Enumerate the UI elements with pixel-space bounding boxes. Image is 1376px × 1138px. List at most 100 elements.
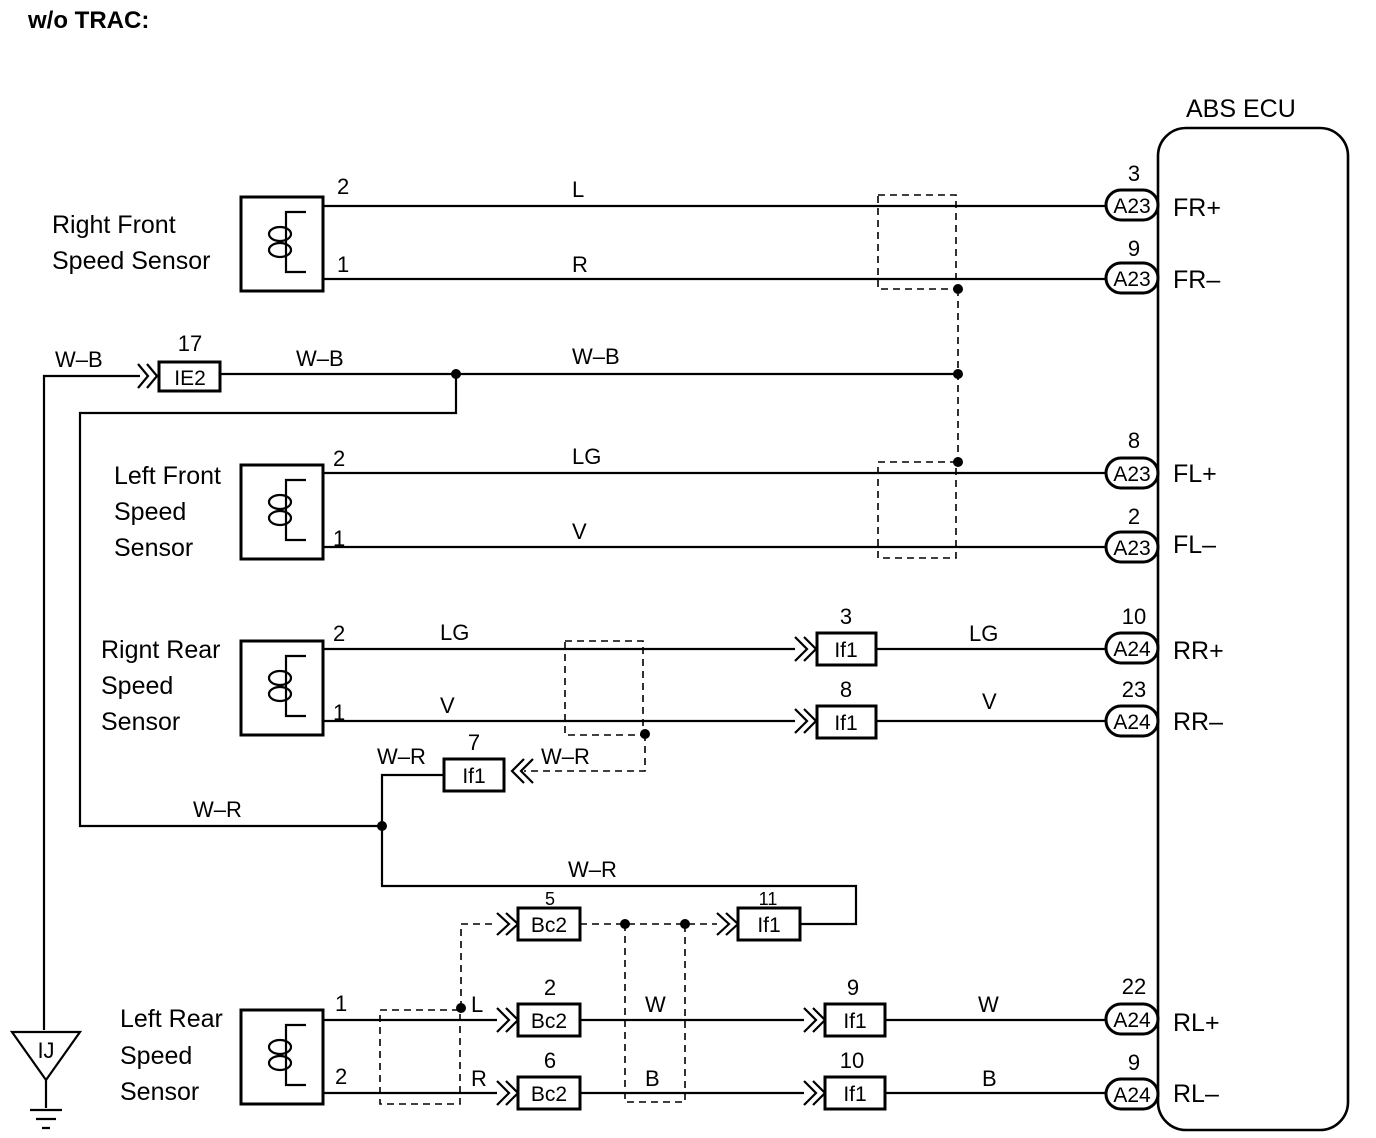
connector-arrow xyxy=(803,1007,827,1033)
connector-if1-rr-minus: 8 If1 xyxy=(815,677,878,740)
wire-color-label: W–B xyxy=(55,347,103,372)
connector-name: If1 xyxy=(834,712,857,735)
sensor-label-line3: Sensor xyxy=(120,1078,199,1106)
shield-drain-rr xyxy=(524,734,646,772)
connector-pin: 17 xyxy=(178,331,202,356)
connector-arrow xyxy=(716,912,740,936)
connector-shape xyxy=(157,360,222,393)
wire-color-label: W–R xyxy=(568,857,617,882)
wire-color-label: L xyxy=(471,992,483,1017)
wire-wr-loop xyxy=(380,773,858,926)
coil-icon xyxy=(267,654,306,718)
connector-arrow xyxy=(803,1080,827,1106)
terminal-connector: A24 xyxy=(1113,638,1151,661)
connector-if1-w: 9 If1 xyxy=(823,975,887,1038)
ground-icon: IJ xyxy=(9,1030,83,1130)
connector-pin: 9 xyxy=(847,975,859,1000)
terminal-pin: 2 xyxy=(1128,504,1140,529)
connector-ie2: 17 IE2 xyxy=(157,331,222,393)
connector-name: IE2 xyxy=(174,367,206,390)
right-front-sensor: Right Front Speed Sensor 2 1 xyxy=(52,174,349,293)
shield-rf xyxy=(877,194,957,290)
terminal-pin: 3 xyxy=(1128,161,1140,186)
connector-if1-wr: 7 If1 xyxy=(442,730,506,793)
wire-color-label: V xyxy=(982,689,997,714)
splice-point xyxy=(377,821,387,831)
terminal-pin: 9 xyxy=(1128,1050,1140,1075)
wire-color-label: W–R xyxy=(377,744,426,769)
left-rear-sensor: Left Rear Speed Sensor 1 2 xyxy=(120,991,347,1106)
sensor-pin: 2 xyxy=(335,1064,347,1089)
terminal-pin: 10 xyxy=(1122,604,1146,629)
wire-color-label: W–R xyxy=(193,797,242,822)
wire-color-label: R xyxy=(471,1066,487,1091)
connector-name: Bc2 xyxy=(531,1010,567,1033)
connector-pin: 3 xyxy=(840,604,852,629)
shield-lr xyxy=(379,1009,461,1105)
connector-shape xyxy=(815,631,878,667)
sensor-pin: 1 xyxy=(333,700,345,725)
coil-icon xyxy=(267,210,306,274)
ecu-terminal-fl-plus: 8 A23 FL+ xyxy=(1104,428,1217,490)
terminal-connector: A23 xyxy=(1113,537,1150,560)
terminal-pin: 22 xyxy=(1122,974,1146,999)
terminal-signal: RL+ xyxy=(1173,1009,1220,1037)
connector-bc2-r: 6 Bc2 xyxy=(516,1048,582,1111)
wire-color-label: B xyxy=(982,1066,997,1091)
connector-arrow xyxy=(794,708,818,734)
abs-ecu: ABS ECU xyxy=(1156,95,1350,1132)
terminal-signal: RL– xyxy=(1173,1080,1219,1108)
terminal-pin: 8 xyxy=(1128,428,1140,453)
shield-lr-mid xyxy=(624,924,686,1103)
connector-if1-rr-plus: 3 If1 xyxy=(815,604,878,667)
splice-point xyxy=(953,284,963,294)
terminal-connector: A23 xyxy=(1113,463,1150,486)
terminal-connector: A23 xyxy=(1113,195,1150,218)
ecu-terminal-fr-plus: 3 A23 FR+ xyxy=(1104,161,1221,222)
wire-ground-return xyxy=(78,374,458,828)
page-title: w/o TRAC: xyxy=(27,7,149,34)
sensor-label-line1: Right Front xyxy=(52,211,176,239)
connector-pin: 8 xyxy=(840,677,852,702)
connector-pin: 6 xyxy=(544,1048,556,1073)
terminal-connector: A24 xyxy=(1113,1084,1151,1107)
connector-pin: 10 xyxy=(840,1048,864,1073)
connector-pin: 7 xyxy=(468,730,480,755)
connector-if1-b: 10 If1 xyxy=(823,1048,887,1111)
sensor-pin: 2 xyxy=(333,446,345,471)
ecu-terminal-fl-minus: 2 A23 FL– xyxy=(1104,504,1216,564)
wire-color-label: W–B xyxy=(572,344,620,369)
connector-pin: 11 xyxy=(759,889,778,909)
connector-bc2-shield: 5 Bc2 xyxy=(516,889,582,942)
terminal-pin: 23 xyxy=(1122,677,1146,702)
sensor-pin: 1 xyxy=(333,526,345,551)
wire-color-label: LG xyxy=(440,620,469,645)
connector-name: If1 xyxy=(843,1083,866,1106)
wire-wb-ground xyxy=(42,374,140,1030)
sensor-pin: 2 xyxy=(337,174,349,199)
ecu-terminal-rr-plus: 10 A24 RR+ xyxy=(1104,604,1224,665)
left-front-sensor: Left Front Speed Sensor 2 1 xyxy=(114,446,345,562)
wire-color-label: W–B xyxy=(296,346,344,371)
sensor-label-line3: Sensor xyxy=(114,534,193,562)
sensor-label-line1: Rignt Rear xyxy=(101,636,221,664)
shield-drain-lr xyxy=(460,923,497,1008)
wire-color-label: V xyxy=(440,693,455,718)
wire-color-label: LG xyxy=(572,444,601,469)
ecu-terminal-rl-plus: 22 A24 RL+ xyxy=(1104,974,1220,1037)
connector-name: Bc2 xyxy=(531,914,567,937)
shield-rr xyxy=(564,640,644,736)
sensor-label-line1: Left Front xyxy=(114,462,221,490)
wire-color-label: L xyxy=(572,177,584,202)
sensor-label-line3: Sensor xyxy=(101,708,180,736)
sensor-label-line2: Speed Sensor xyxy=(52,247,210,275)
wire-color-label: W–R xyxy=(541,744,590,769)
sensor-label-line2: Speed xyxy=(120,1042,192,1070)
wire-color-label: R xyxy=(572,252,588,277)
connector-shape xyxy=(516,906,582,942)
wire-color-label: LG xyxy=(969,621,998,646)
terminal-pin: 9 xyxy=(1128,236,1140,261)
connector-arrow xyxy=(496,1007,520,1033)
sensor-label-line2: Speed xyxy=(114,498,186,526)
